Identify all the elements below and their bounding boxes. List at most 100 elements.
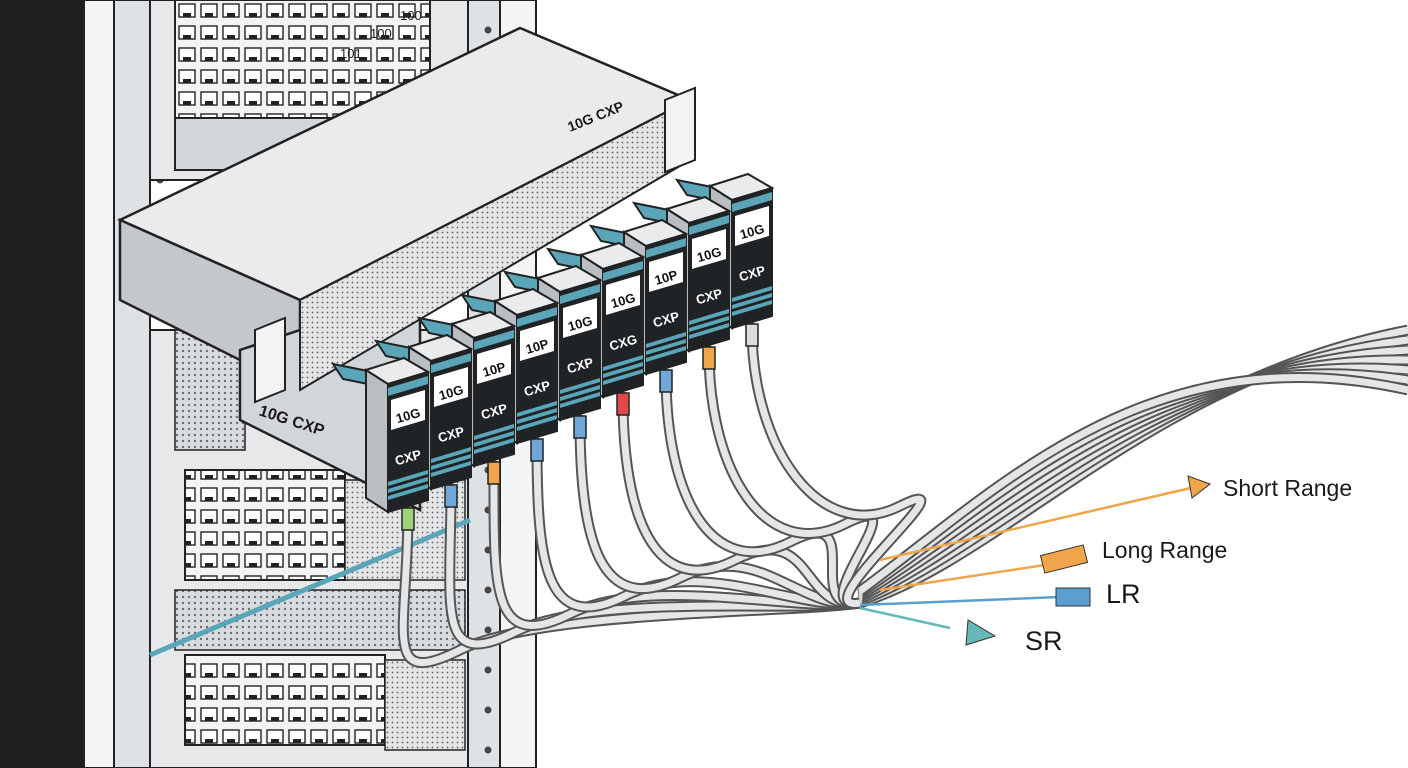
module-stripe	[646, 332, 686, 348]
rail-hole	[484, 746, 492, 754]
cable-boot	[444, 484, 458, 508]
rail-hole	[484, 586, 492, 594]
port-number-2: 100	[370, 26, 392, 41]
module-stripe	[388, 376, 428, 396]
module-stripe	[646, 346, 686, 362]
module-stripe	[560, 284, 600, 304]
fiber-cable	[576, 416, 864, 608]
module-label-area	[692, 229, 726, 269]
module-stripe	[603, 261, 643, 281]
transceiver-module-row: 10GCXP10GCXP10PCXP10GCXG10GCXP10PCXP10PC…	[330, 172, 775, 531]
cable-boot	[659, 369, 673, 393]
module-stripe	[689, 316, 729, 332]
module-stripe	[689, 215, 729, 235]
module-stripe	[388, 477, 428, 493]
port-number-1: 101	[340, 46, 362, 61]
module-stripe	[431, 447, 471, 463]
module-stripe	[431, 461, 471, 477]
legend-long-range: Long Range	[879, 537, 1227, 592]
module-label-line1: 10G	[738, 221, 766, 242]
fiber-cable	[705, 347, 877, 607]
module-label-line1: 10G	[437, 382, 465, 403]
mount-ear-right	[664, 86, 696, 174]
module-label-line2: CXG	[608, 331, 639, 353]
fiber-cable	[490, 462, 864, 629]
cable-boot	[530, 438, 544, 462]
module-stripe	[689, 323, 729, 339]
fiber-cable	[662, 370, 864, 608]
fiber-cable-bundle	[397, 322, 1408, 668]
legend-sr: SR	[859, 606, 1063, 656]
module-label-area	[563, 298, 597, 338]
rail-hole	[484, 706, 492, 714]
module-label-line1: 10P	[653, 267, 680, 288]
module-label-line2: CXP	[737, 262, 767, 284]
module-label-line2: CXP	[436, 423, 466, 445]
mount-ear-left	[254, 316, 286, 404]
module-stripe	[646, 238, 686, 258]
module-label-area	[735, 206, 769, 246]
module-label-line2: CXP	[694, 285, 724, 307]
blue-patch-cord	[149, 517, 471, 658]
module-label-line1: 10G	[566, 313, 594, 334]
module-side	[365, 368, 389, 514]
module-stripe	[474, 431, 514, 447]
module-stripe	[388, 470, 428, 486]
module-stripe	[431, 353, 471, 373]
module-stripe	[474, 424, 514, 440]
module-stripe	[474, 438, 514, 454]
fiber-cable	[748, 324, 925, 607]
rack-rail-inner	[113, 0, 151, 768]
rail-hole	[484, 26, 492, 34]
module-stripe	[603, 355, 643, 371]
cable-boot	[573, 415, 587, 439]
module-label-line2: CXP	[651, 308, 681, 330]
module-stripe	[388, 484, 428, 500]
rack-rail-left	[83, 0, 115, 768]
module-label-area	[649, 252, 683, 292]
cable-boot	[401, 507, 415, 531]
module-stripe	[517, 408, 557, 424]
module-stripe	[732, 286, 772, 302]
module-label-area	[520, 321, 554, 361]
fiber-cable	[857, 373, 1408, 594]
cable-boot	[702, 346, 716, 370]
arrow-icon	[1187, 475, 1212, 499]
module-label-line1: 10G	[394, 405, 422, 426]
module-label-area	[477, 344, 511, 384]
module-stripe	[603, 362, 643, 378]
fiber-cable	[533, 439, 864, 611]
rack-shadow	[0, 0, 84, 768]
module-stripe	[689, 309, 729, 325]
module-label-line2: CXP	[479, 400, 509, 422]
module-label-line2: CXP	[522, 377, 552, 399]
rail-hole	[484, 666, 492, 674]
module-stripe	[560, 385, 600, 401]
module-stripe	[474, 330, 514, 350]
port-number-3: 100	[400, 8, 422, 23]
module-label-line2: CXP	[565, 354, 595, 376]
module-stripe	[560, 392, 600, 408]
module-label-line2: CXP	[393, 446, 423, 468]
legend-label-sr: SR	[1025, 626, 1063, 656]
module-stripe	[732, 293, 772, 309]
module-stripe	[732, 300, 772, 316]
cable-boot	[487, 461, 501, 485]
range-legend: Short Range Long Range LR SR	[859, 475, 1352, 656]
module-stripe	[431, 454, 471, 470]
arrow-icon	[965, 619, 997, 646]
module-stripe	[517, 415, 557, 431]
module-label-line1: 10G	[609, 290, 637, 311]
module-label-line1: 10P	[481, 359, 508, 380]
module-stripe	[732, 192, 772, 212]
plug-icon	[1039, 544, 1089, 574]
module-stripe	[646, 339, 686, 355]
module-label-area	[606, 275, 640, 315]
legend-lr: LR	[859, 579, 1141, 609]
module-label-area	[434, 367, 468, 407]
module-label-line1: 10G	[695, 244, 723, 265]
plug-icon	[1055, 587, 1091, 607]
module-stripe	[517, 401, 557, 417]
module-stripe	[560, 378, 600, 394]
